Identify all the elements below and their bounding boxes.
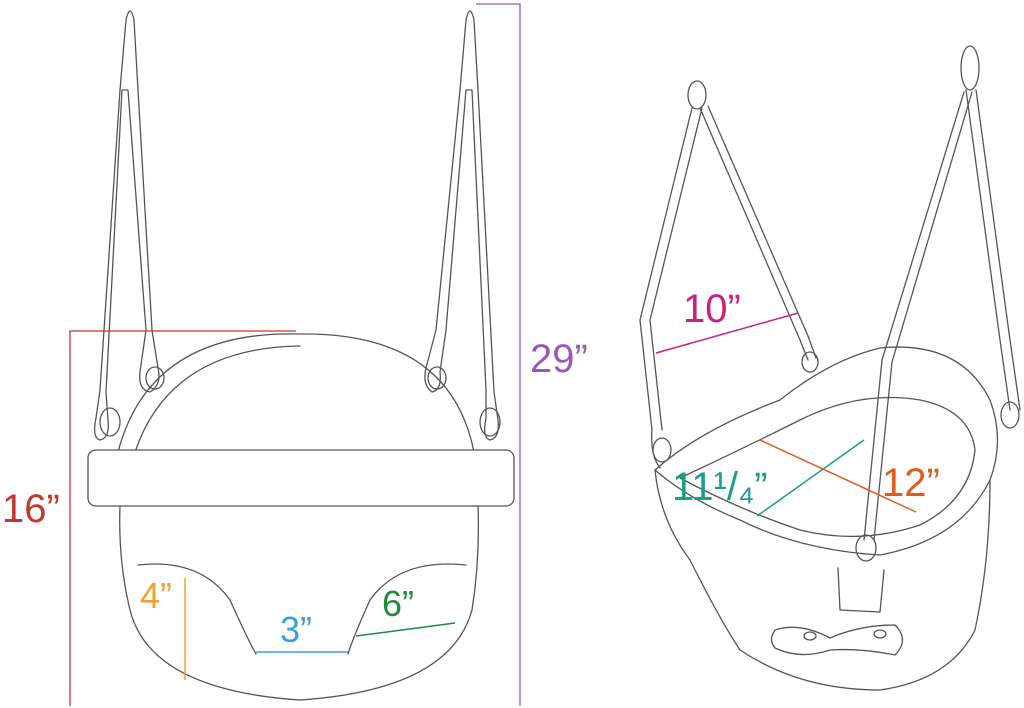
front-view-swing <box>87 10 515 701</box>
bucket-body <box>119 505 480 701</box>
left-strap-lower-ring <box>99 407 121 437</box>
strap-span-label: 10” <box>683 287 741 331</box>
seat-width-label: 3” <box>280 609 312 650</box>
leg-opening <box>770 624 904 656</box>
seat-length-line <box>759 439 917 513</box>
seat-length-label: 12” <box>882 461 940 505</box>
seat-front-block <box>837 567 885 613</box>
seat-shell-body <box>654 469 991 691</box>
leg-opening-right-notch <box>873 629 887 639</box>
seat-back-inner-curve <box>134 345 301 453</box>
right-strap <box>424 10 499 441</box>
strap-span-line <box>655 312 799 354</box>
leg-hole-height-label: 4” <box>140 575 172 616</box>
seat-depth-line <box>756 439 865 517</box>
seat-depth-label: 11¹/₄” <box>672 465 768 509</box>
left-strap <box>94 10 160 441</box>
left-strap-outer <box>639 107 703 469</box>
right-top-loop <box>960 45 980 91</box>
right-strap-inner <box>863 91 973 541</box>
left-strap-ring <box>801 351 819 373</box>
total-height-label: 29” <box>530 337 588 381</box>
left-strap-lower-ring <box>652 437 672 463</box>
leg-hole-width-line <box>355 622 456 637</box>
leg-hole-width-label: 6” <box>382 583 414 624</box>
seat-height-line <box>69 330 296 706</box>
right-strap-outer <box>965 89 1021 411</box>
side-view-swing <box>639 45 1021 691</box>
seat-rim-inner <box>679 396 976 538</box>
seat-back-dome <box>117 333 475 453</box>
right-leg-hole <box>347 563 467 655</box>
right-strap-ring <box>1000 401 1020 429</box>
seat-height-label: 16” <box>2 487 60 531</box>
left-top-loop <box>687 80 707 110</box>
right-strap-ring <box>427 366 447 390</box>
right-strap-lower-ring <box>479 407 501 437</box>
side-view-dimensions: 10” 11¹/₄” 12” <box>655 287 940 517</box>
left-strap-ring <box>145 366 165 390</box>
left-leg-hole <box>137 563 257 655</box>
seat-rim-outer <box>654 346 999 556</box>
total-height-line <box>476 3 521 706</box>
right-strap-lower-ring <box>855 534 877 562</box>
front-bar <box>87 449 515 507</box>
front-view-dimensions: 29” 16” 4” 3” 6” <box>2 3 588 706</box>
leg-opening-left-notch <box>803 631 817 641</box>
